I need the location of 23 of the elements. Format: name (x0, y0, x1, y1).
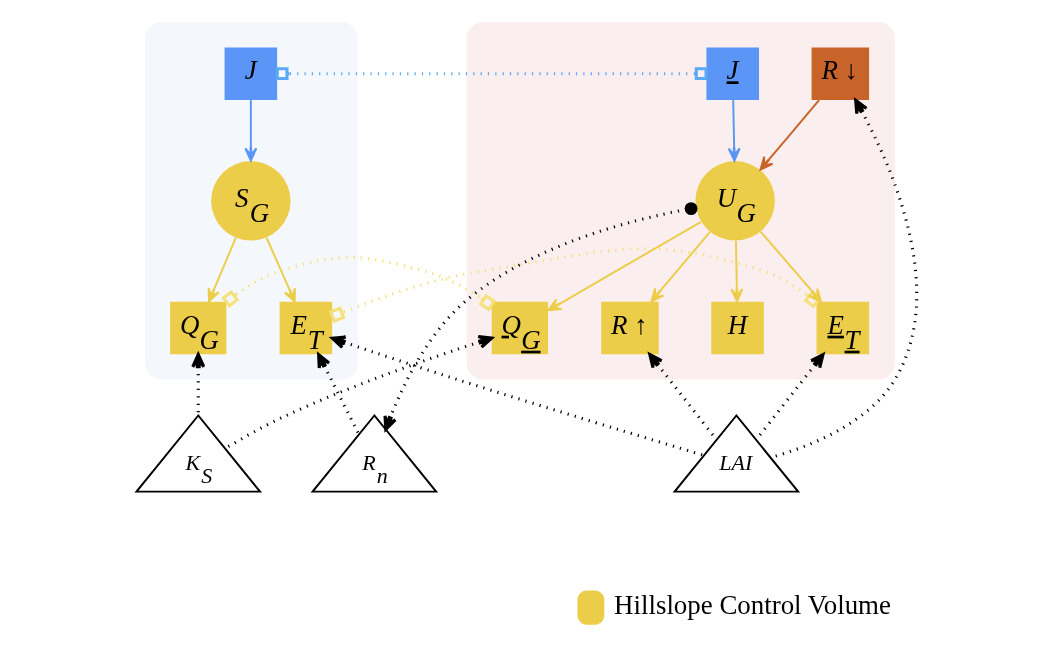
node-box: R ↓ (811, 47, 869, 100)
arrow (243, 99, 257, 162)
connector (328, 247, 822, 323)
arrow (265, 236, 296, 303)
node-box: H (710, 301, 764, 355)
arrow (729, 239, 743, 303)
arrow (769, 98, 918, 459)
arrow (382, 202, 697, 431)
arrow (316, 352, 360, 435)
connector (275, 67, 708, 81)
arrow (759, 230, 822, 303)
node-box: J (705, 47, 759, 100)
arrow (649, 231, 711, 303)
node-box: J (224, 47, 277, 100)
arrow (759, 99, 820, 171)
node-box: R ↑ (600, 301, 659, 355)
legend-label: Hillslope Control Volume (613, 590, 891, 621)
arrow (727, 99, 741, 162)
arrow (546, 220, 702, 312)
connector (220, 255, 496, 312)
arrow (330, 335, 704, 457)
cluster (466, 22, 895, 380)
cluster (144, 22, 358, 380)
